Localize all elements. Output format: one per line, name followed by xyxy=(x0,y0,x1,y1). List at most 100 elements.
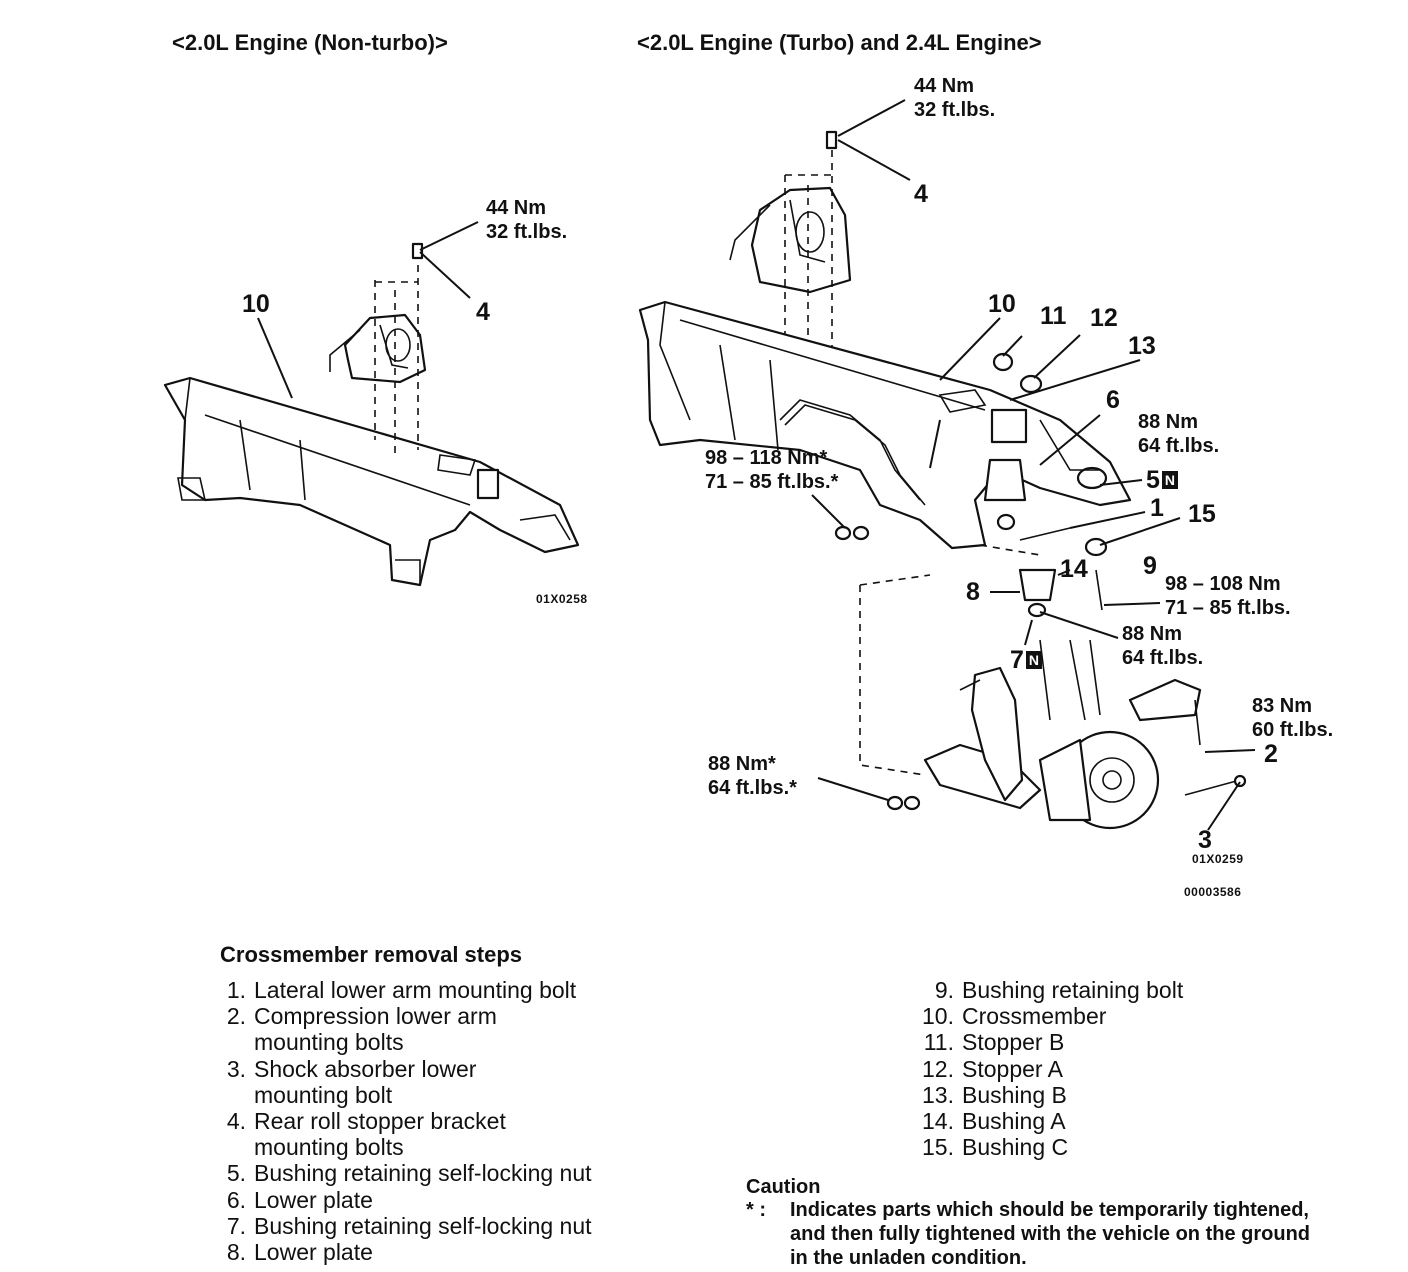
left-crossmember-drawing xyxy=(163,242,580,587)
torque-88nm-b-ftlbs: 64 ft.lbs. xyxy=(1122,647,1204,669)
step-row: 15. Bushing C xyxy=(908,1134,1068,1160)
step-row: 8.Lower plate xyxy=(212,1239,373,1265)
torque-88nm-c-nm: 88 Nm* xyxy=(708,753,776,775)
step-row: 13. Bushing B xyxy=(908,1082,1067,1108)
right-callout-6: 6 xyxy=(1106,386,1120,414)
step-row: 2. Compression lower arm xyxy=(212,1003,497,1029)
caution-line-3: in the unladen condition. xyxy=(790,1247,1027,1269)
step-row: 4. Rear roll stopper bracket xyxy=(212,1108,506,1134)
right-callout-8: 8 xyxy=(966,578,980,606)
heading-turbo: <2.0L Engine (Turbo) and 2.4L Engine> xyxy=(637,30,1042,55)
step-text: Bushing C xyxy=(962,1134,1069,1161)
step-text: Bushing A xyxy=(962,1108,1066,1134)
step-number: 11. xyxy=(923,1029,954,1056)
step-row: mounting bolts xyxy=(212,1134,404,1160)
step-row: 10. Crossmember xyxy=(908,1003,1106,1029)
torque-88nm-a: 88 Nm 64 ft.lbs. xyxy=(1138,410,1219,458)
step-text: mounting bolts xyxy=(254,1029,404,1056)
left-torque-ftlbs: 32 ft.lbs. xyxy=(486,221,568,243)
step-text: Bushing retaining bolt xyxy=(962,977,1184,1003)
right-callout-13: 13 xyxy=(1128,332,1156,360)
torque-98-118-ftlbs: 71 – 85 ft.lbs.* xyxy=(705,471,839,493)
step-number: 10. xyxy=(922,1003,954,1030)
callout-5-number: 5 xyxy=(1146,466,1160,494)
step-number: 2. xyxy=(226,1003,246,1030)
right-top-torque-label: 44 Nm 32 ft.lbs. xyxy=(914,74,995,122)
step-number: 3. xyxy=(226,1055,246,1082)
step-text: Bushing B xyxy=(962,1081,1067,1108)
left-torque-nm: 44 Nm xyxy=(486,197,547,219)
step-row: 11. Stopper B xyxy=(908,1029,1065,1056)
torque-88nm-c-ftlbs: 64 ft.lbs.* xyxy=(708,777,797,799)
torque-98-118: 98 – 118 Nm* 71 – 85 ft.lbs.* xyxy=(705,446,838,494)
step-text: Stopper A xyxy=(962,1055,1064,1082)
torque-83nm-ftlbs: 60 ft.lbs. xyxy=(1252,719,1334,741)
torque-98-118-nm: 98 – 118 Nm* xyxy=(705,447,828,469)
step-number: 7. xyxy=(226,1212,246,1239)
steps-title: Crossmember removal steps xyxy=(220,942,523,967)
torque-88nm-c: 88 Nm* 64 ft.lbs.* xyxy=(708,752,797,800)
left-callout-4: 4 xyxy=(476,298,490,326)
caution-line-1: Indicates parts which should be temporar… xyxy=(790,1199,1309,1221)
right-callout-15: 15 xyxy=(1188,500,1216,528)
step-number: 13. xyxy=(922,1081,954,1108)
new-part-mark-5: N xyxy=(1161,471,1178,489)
step-row: 6. Lower plate xyxy=(212,1187,373,1213)
step-text: Lower plate xyxy=(254,1186,373,1213)
heading-non-turbo: <2.0L Engine (Non-turbo)> xyxy=(172,30,448,55)
step-number: 6. xyxy=(226,1186,246,1213)
right-figure-code: 01X0259 xyxy=(1192,852,1244,866)
step-row: 1. Lateral lower arm mounting bolt xyxy=(212,977,576,1003)
torque-98-108-nm: 98 – 108 Nm xyxy=(1165,573,1281,595)
torque-98-108-ftlbs: 71 – 85 ft.lbs. xyxy=(1165,597,1291,619)
step-number: 4. xyxy=(226,1108,246,1134)
step-row: 7. Bushing retaining self-locking nut xyxy=(212,1213,592,1239)
step-row: mounting bolts xyxy=(212,1029,404,1055)
right-callout-1: 1 xyxy=(1150,494,1164,522)
step-number: 15. xyxy=(922,1134,954,1161)
step-row: 14.Bushing A xyxy=(908,1108,1066,1134)
step-text: Bushing retaining self-locking nut xyxy=(254,1212,592,1239)
step-number: 1. xyxy=(226,977,246,1003)
torque-88nm-b-nm: 88 Nm xyxy=(1122,623,1183,645)
torque-83nm: 83 Nm 60 ft.lbs. xyxy=(1252,694,1333,742)
right-callout-11: 11 xyxy=(1040,302,1067,330)
step-text: Lateral lower arm mounting bolt xyxy=(254,977,577,1003)
step-text: Bushing retaining self-locking nut xyxy=(254,1160,592,1187)
step-row: 3.Shock absorber lower xyxy=(212,1055,477,1082)
step-text: Rear roll stopper bracket xyxy=(254,1108,506,1134)
new-part-mark-7: N xyxy=(1025,651,1042,669)
step-text: Lower plate xyxy=(254,1239,373,1265)
step-number: 9. xyxy=(934,977,954,1003)
step-row: mounting bolt xyxy=(212,1082,392,1108)
right-callout-4: 4 xyxy=(914,180,928,208)
right-callout-10: 10 xyxy=(988,290,1016,318)
step-text: Stopper B xyxy=(962,1029,1065,1056)
right-callout-9: 9 xyxy=(1143,552,1157,580)
step-text: mounting bolts xyxy=(254,1134,404,1161)
caution-marker: * : xyxy=(746,1199,766,1221)
right-callout-14: 14 xyxy=(1060,555,1088,583)
torque-88nm-b: 88 Nm 64 ft.lbs. xyxy=(1122,622,1203,670)
caution-title: Caution xyxy=(746,1176,821,1198)
left-torque-label: 44 Nm 32 ft.lbs. xyxy=(486,196,567,244)
callout-7-number: 7 xyxy=(1010,646,1024,674)
step-text: Compression lower arm xyxy=(254,1003,497,1030)
step-text: Crossmember xyxy=(962,1003,1107,1030)
step-number: 5. xyxy=(226,1160,246,1187)
right-callout-2: 2 xyxy=(1264,740,1278,768)
torque-98-108: 98 – 108 Nm 71 – 85 ft.lbs. xyxy=(1165,572,1291,620)
right-crossmember-drawing xyxy=(638,130,1247,830)
left-figure-code: 01X0258 xyxy=(536,592,588,606)
caution-body: Indicates parts which should be temporar… xyxy=(790,1198,1310,1270)
step-row: 12. Stopper A xyxy=(908,1056,1063,1082)
right-callout-12: 12 xyxy=(1090,304,1118,332)
step-text: mounting bolt xyxy=(254,1081,393,1108)
step-number: 12. xyxy=(922,1055,954,1082)
step-row: 9. Bushing retaining bolt xyxy=(908,977,1183,1003)
right-callout-3: 3 xyxy=(1198,826,1212,854)
torque-88nm-a-ftlbs: 64 ft.lbs. xyxy=(1138,435,1220,457)
